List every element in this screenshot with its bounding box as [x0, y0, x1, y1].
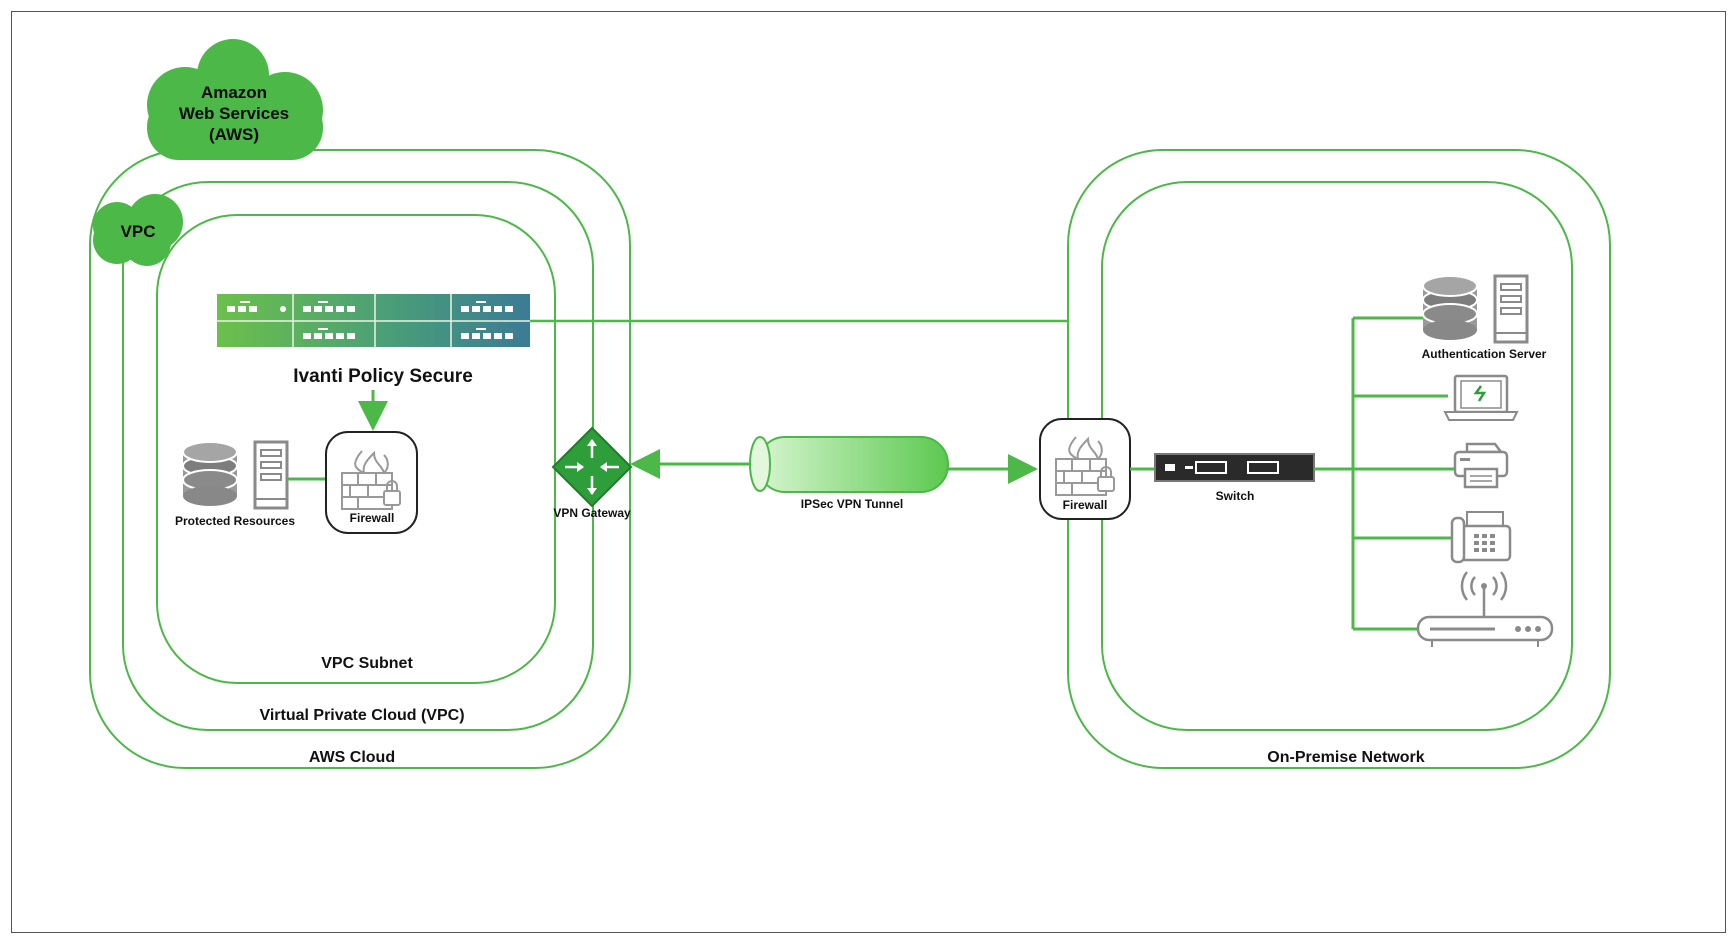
firewall-aws: Firewall: [325, 431, 418, 534]
aws-cloud-label: AWS Cloud: [309, 749, 395, 766]
firewall-onprem: Firewall: [1039, 418, 1131, 520]
firewall-aws-label: Firewall: [350, 511, 395, 525]
fax-machine: [1450, 511, 1512, 564]
fax-icon: [1450, 511, 1512, 564]
aws-cloud-badge: Amazon Web Services (AWS): [147, 39, 323, 160]
database-icon: [1422, 275, 1478, 341]
aws-badge-line3: (AWS): [209, 125, 259, 144]
switch: [1154, 453, 1315, 482]
diagram-frame: [11, 11, 1726, 933]
protected-resources-label: Protected Resources: [175, 514, 295, 528]
auth-server-label: Authentication Server: [1422, 347, 1547, 361]
onprem-network-label: On-Premise Network: [1267, 749, 1424, 766]
vpc-subnet-label: VPC Subnet: [321, 655, 413, 672]
wifi-router: [1416, 571, 1554, 647]
vpc-badge-label: VPC: [121, 222, 156, 241]
database-icon: [182, 441, 238, 507]
server-icon: [253, 440, 289, 510]
laptop-icon: [1443, 374, 1519, 421]
firewall-onprem-label: Firewall: [1063, 498, 1108, 512]
vpc-badge: VPC: [93, 194, 183, 266]
ivanti-appliance: [217, 294, 530, 347]
protected-resources: [182, 440, 289, 510]
vpc-label: Virtual Private Cloud (VPC): [259, 707, 464, 724]
printer: [1453, 442, 1509, 489]
onprem-outer-boundary: [1067, 149, 1611, 769]
laptop: [1443, 374, 1519, 421]
vpc-subnet-boundary: [156, 214, 556, 684]
switch-icon: [1165, 461, 1279, 474]
printer-icon: [1453, 442, 1509, 489]
authentication-server: [1422, 274, 1529, 344]
switch-label: Switch: [1216, 489, 1255, 503]
ipsec-tunnel: [749, 436, 949, 493]
ivanti-label: Ivanti Policy Secure: [293, 366, 473, 387]
router-icon: [565, 439, 619, 495]
vpn-gateway: [551, 426, 633, 508]
ipsec-tunnel-label: IPSec VPN Tunnel: [801, 497, 903, 511]
server-icon: [1493, 274, 1529, 344]
aws-badge-line2: Web Services: [179, 104, 289, 123]
wifi-router-icon: [1416, 571, 1554, 647]
vpn-gateway-label: VPN Gateway: [553, 506, 631, 520]
aws-badge-line1: Amazon: [201, 83, 267, 102]
